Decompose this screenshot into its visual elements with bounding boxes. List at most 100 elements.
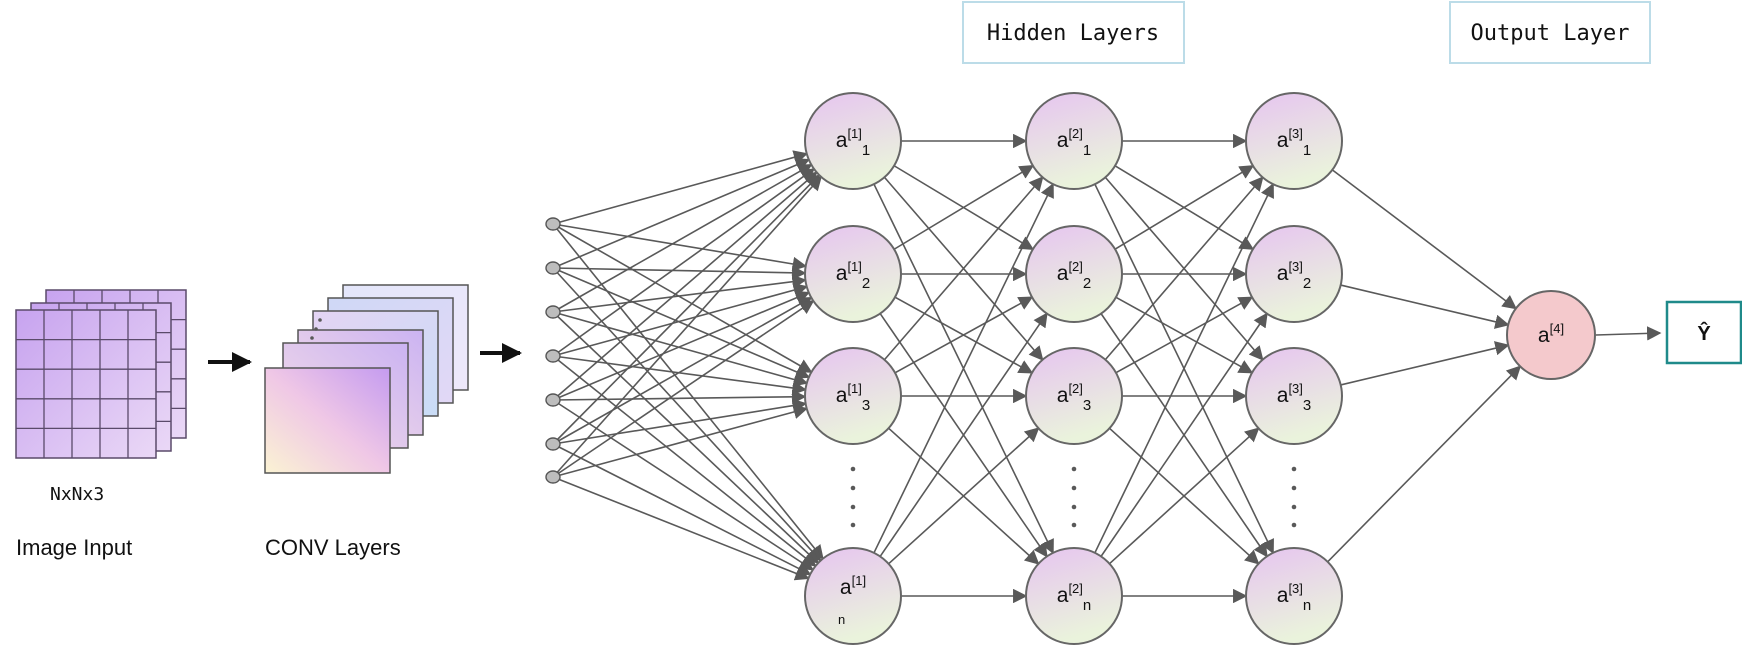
hidden-node-layer2: a[2]3 xyxy=(1025,347,1123,445)
svg-text:a[2]3: a[2]3 xyxy=(1057,381,1092,414)
edge-layer3-to-output xyxy=(1340,284,1510,329)
hidden-layers-header: Hidden Layers xyxy=(962,1,1185,64)
edge-input-to-layer1 xyxy=(552,274,807,313)
edge-input-to-layer1 xyxy=(552,267,822,562)
svg-text:a[2]n: a[2]n xyxy=(1057,581,1092,614)
hidden-node-layer3: a[3]3 xyxy=(1245,347,1343,445)
node-base: a xyxy=(1057,584,1069,607)
edge-input-to-layer1 xyxy=(552,476,810,581)
node-sub: 1 xyxy=(862,142,870,159)
node-sup: [1] xyxy=(847,126,861,141)
ellipsis-dot xyxy=(1071,522,1077,528)
edge-hidden-to-hidden xyxy=(879,312,1048,557)
ellipsis-dot xyxy=(1291,504,1297,510)
node-base: a xyxy=(1277,584,1289,607)
image-input-stack xyxy=(15,289,187,459)
ellipsis-dot xyxy=(1291,466,1297,472)
input-feature-node xyxy=(545,393,561,407)
hidden-layers-label: Hidden Layers xyxy=(987,21,1159,46)
edge-input-to-layer1 xyxy=(552,443,812,576)
node-sub: 3 xyxy=(1083,397,1091,414)
edge-hidden-to-hidden xyxy=(1115,296,1254,374)
hidden-node-layer3: a[3]n xyxy=(1245,547,1343,645)
edge-input-to-layer1 xyxy=(552,290,811,401)
node-sub: 3 xyxy=(1303,397,1311,414)
ellipsis-dot xyxy=(850,466,856,472)
node-base: a xyxy=(1277,129,1289,152)
arrow-to-output xyxy=(1595,326,1662,341)
image-input-label: Image Input xyxy=(16,535,132,560)
node-base: a xyxy=(1277,262,1289,285)
node-base: a xyxy=(836,262,848,285)
edge-hidden-to-hidden xyxy=(893,165,1035,250)
edge-input-to-layer1 xyxy=(552,265,807,280)
input-feature-node xyxy=(545,349,561,363)
edge-input-to-layer1 xyxy=(552,175,822,478)
node-base: a xyxy=(1277,384,1289,407)
output-layer-label: Output Layer xyxy=(1471,21,1630,46)
output-layer-header: Output Layer xyxy=(1449,1,1651,64)
svg-text:a[2]2: a[2]2 xyxy=(1057,259,1092,292)
node-sup: [3] xyxy=(1288,381,1302,396)
node-sup: [1] xyxy=(847,381,861,396)
node-base: a xyxy=(836,129,848,152)
node-sub: 2 xyxy=(1303,275,1311,292)
edge-hidden-to-hidden xyxy=(883,176,1044,361)
hidden-layer-nodes: a[1]1a[1]2a[1]3a[1]na[2]1a[2]2a[2]3a[2]n… xyxy=(804,92,1343,645)
svg-text:a[3]2: a[3]2 xyxy=(1277,259,1312,292)
node-sub: n xyxy=(1303,597,1311,614)
node-base: a xyxy=(1057,384,1069,407)
output-node-label: a[4] xyxy=(1538,321,1564,347)
conv-layers-stack xyxy=(264,284,469,474)
ellipsis-dot xyxy=(850,485,856,491)
hidden-node-layer1: a[1]2 xyxy=(804,225,902,323)
edge-input-to-layer1 xyxy=(552,398,808,445)
hidden-node-layer2: a[2]2 xyxy=(1025,225,1123,323)
edge-layer3-to-output xyxy=(1331,169,1518,310)
svg-text:a[1]3: a[1]3 xyxy=(836,381,871,414)
hidden-node-layer1: a[1]3 xyxy=(804,347,902,445)
flattened-input-nodes xyxy=(545,217,561,484)
edge-hidden-to-hidden xyxy=(1094,182,1274,554)
edge-input-to-layer1 xyxy=(552,404,809,478)
edge-hidden-to-hidden xyxy=(1100,312,1268,557)
node-sup: [3] xyxy=(1288,581,1302,596)
hidden-node-layer2: a[2]n xyxy=(1025,547,1123,645)
output-node-sup: [4] xyxy=(1550,321,1564,336)
svg-text:a[1]: a[1] xyxy=(840,573,866,599)
input-feature-node xyxy=(545,305,561,319)
edge-input-to-layer1 xyxy=(552,174,821,445)
hidden-node-layer3: a[3]2 xyxy=(1245,225,1343,323)
ellipsis-dot xyxy=(850,522,856,528)
edge-input-to-layer1 xyxy=(552,223,824,560)
svg-text:a[3]1: a[3]1 xyxy=(1277,126,1312,159)
edge-layer3-to-output xyxy=(1327,365,1522,563)
y-hat-label: Ŷ xyxy=(1697,321,1711,345)
node-base: a xyxy=(836,384,848,407)
ellipsis-dot xyxy=(850,504,856,510)
hidden-node-layer1: a[1]n xyxy=(804,547,902,645)
edge-input-to-layer1 xyxy=(552,311,820,564)
edge-layer3-to-output xyxy=(1340,341,1510,386)
edge-hidden-to-hidden xyxy=(894,296,1034,374)
edge-input-to-layer1 xyxy=(552,283,809,357)
ellipsis-dot xyxy=(1071,504,1077,510)
output-prediction-box: Ŷ xyxy=(1665,300,1742,365)
node-sub: 2 xyxy=(862,275,870,292)
edge-hidden-to-hidden xyxy=(1114,165,1255,250)
edge-input-to-layer1 xyxy=(552,300,815,478)
svg-text:a[2]1: a[2]1 xyxy=(1057,126,1092,159)
node-sub: n xyxy=(1083,597,1091,614)
node-sup: [2] xyxy=(1068,581,1082,596)
edge-hidden-to-hidden xyxy=(888,427,1040,565)
hidden-node-layer3: a[3]1 xyxy=(1245,92,1343,190)
input-feature-node xyxy=(545,437,561,451)
edge-input-to-layer1 xyxy=(552,399,815,571)
node-sup: [2] xyxy=(1068,126,1082,141)
edge-input-to-layer1 xyxy=(552,389,807,405)
node-sup: [3] xyxy=(1288,259,1302,274)
svg-text:a[3]3: a[3]3 xyxy=(1277,381,1312,414)
edge-input-to-layer1 xyxy=(552,267,811,379)
edge-input-to-layer1 xyxy=(552,355,817,567)
